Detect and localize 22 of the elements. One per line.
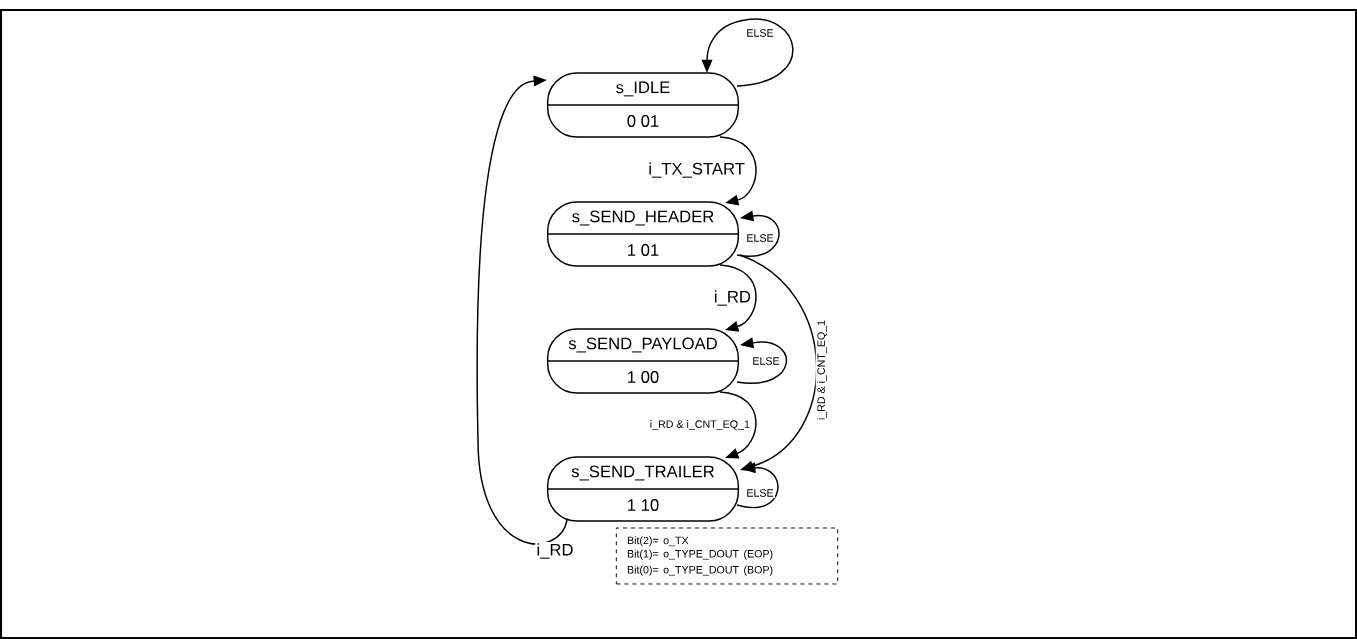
edge-label: i_RD <box>712 288 753 307</box>
state-box: s_SEND_TRAILER 1 10 <box>546 456 740 522</box>
arrow <box>736 210 780 257</box>
edge-label: i_RD & i_CNT_EQ_1 <box>648 418 752 432</box>
arrow <box>736 337 787 384</box>
edge-label: i_TX_START <box>647 160 747 179</box>
arrow <box>701 18 794 87</box>
state-box: s_SEND_PAYLOAD 1 00 <box>546 328 740 394</box>
edge-label: ELSE <box>745 27 775 39</box>
arrow <box>476 75 568 545</box>
arrow <box>719 136 757 206</box>
edge-label: ELSE <box>751 355 781 367</box>
arrow <box>736 462 779 509</box>
arrow <box>719 391 757 459</box>
edge-label: i_RD <box>535 541 575 560</box>
edge-label: i_RD & i_CNT_EQ_1 <box>815 318 829 422</box>
edge-label: ELSE <box>745 232 775 244</box>
edge-label: ELSE <box>745 487 775 499</box>
state-box: s_SEND_HEADER 1 01 <box>546 201 740 267</box>
arrow <box>719 264 757 332</box>
note-box: Bit(2)= o_TX Bit(1)= o_TYPE_DOUT (EOP) Bit(0)= o_TYPE_DOUT (BOP) <box>615 527 839 585</box>
state-box: s_IDLE 0 01 <box>546 72 740 138</box>
